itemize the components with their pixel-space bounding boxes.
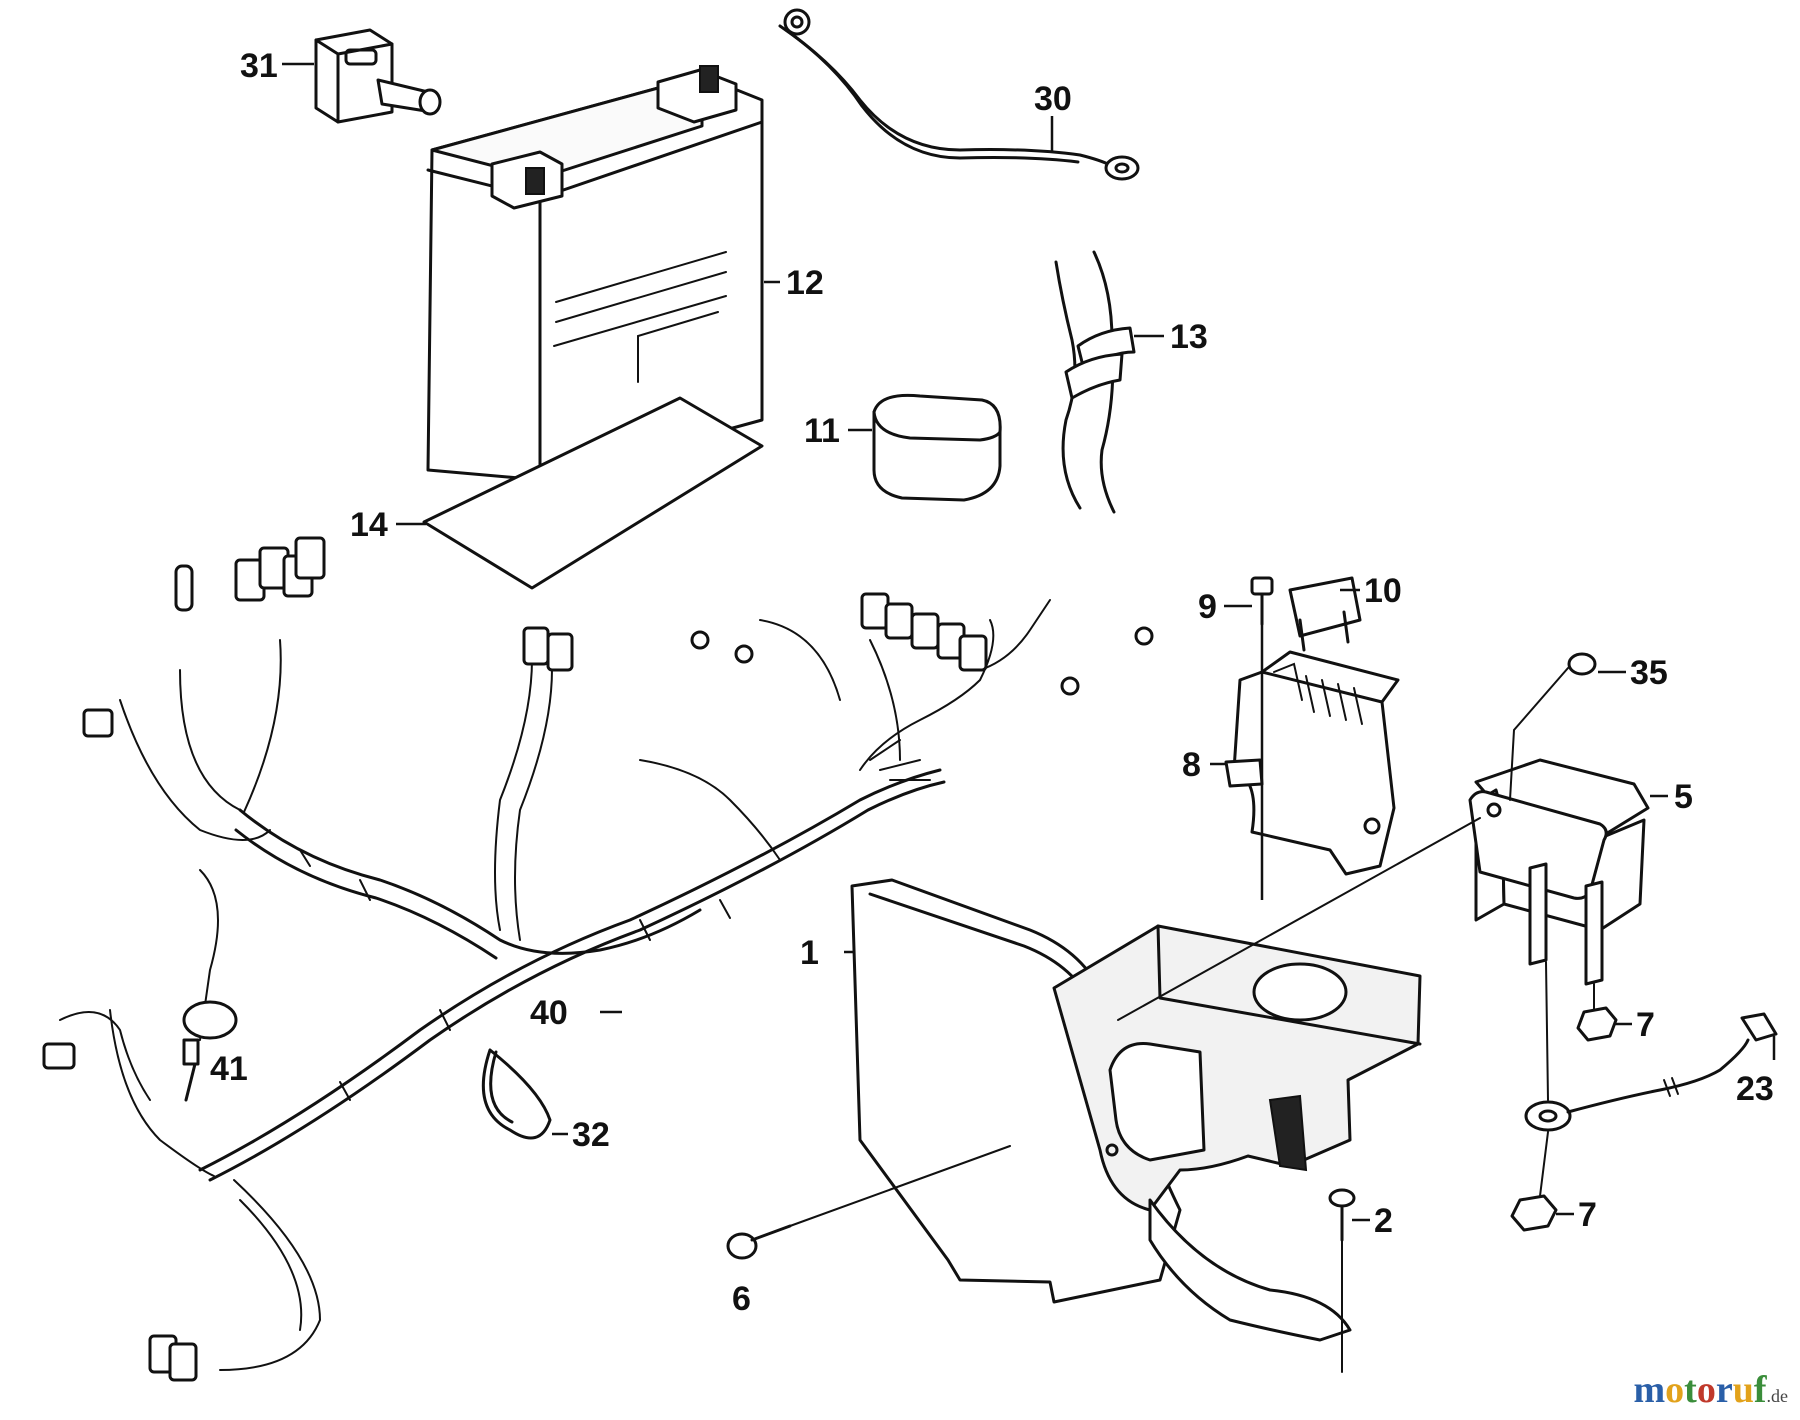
part-31-terminal-cap (314, 28, 442, 124)
brand-letter: f (1753, 1369, 1767, 1411)
callout-7-lower: 7 (1578, 1196, 1597, 1234)
part-6-bolt (726, 1224, 792, 1260)
brand-wordmark: motoruf (1634, 1369, 1767, 1411)
callout-6: 6 (732, 1280, 751, 1318)
part-8-fuse-holder (1224, 650, 1400, 876)
callout-1: 1 (800, 934, 819, 972)
callout-31: 31 (240, 47, 278, 85)
part-35-washer (1567, 652, 1597, 676)
part-30-battery-cable (778, 8, 1140, 181)
part-14-battery-pad (422, 396, 764, 590)
part-5-solenoid (1468, 758, 1650, 986)
callout-8: 8 (1182, 746, 1201, 784)
part-7-nut-upper (1576, 1006, 1618, 1042)
callout-leaders (282, 62, 1776, 1222)
harness-connectors (42, 536, 1154, 1382)
callout-10: 10 (1364, 572, 1402, 610)
callout-2: 2 (1374, 1202, 1393, 1240)
callout-12: 12 (786, 264, 824, 302)
callout-35: 35 (1630, 654, 1668, 692)
part-32-cable-tie (481, 1048, 552, 1140)
callout-5: 5 (1674, 778, 1693, 816)
brand-letter: u (1732, 1369, 1754, 1411)
part-11-relay (872, 393, 1002, 502)
part-1-housing (850, 878, 1422, 1342)
callout-7-upper: 7 (1636, 1006, 1655, 1044)
part-40-wiring-harness (59, 599, 1051, 1371)
brand-letter: o (1696, 1369, 1716, 1411)
brand-letter: r (1715, 1369, 1733, 1411)
part-10-fuse (1288, 576, 1362, 652)
callout-40: 40 (530, 994, 568, 1032)
part-41-screw (182, 1038, 200, 1102)
callout-32: 32 (572, 1116, 610, 1154)
part-2-screw (1328, 1188, 1356, 1242)
part-9-screw (1250, 576, 1274, 900)
callout-14: 14 (350, 506, 388, 544)
brand-tld: .de (1766, 1386, 1789, 1406)
callout-41: 41 (210, 1050, 248, 1088)
brand-logo: motoruf.de (1634, 1368, 1788, 1412)
brand-letter: m (1633, 1369, 1666, 1411)
callout-23: 23 (1736, 1070, 1774, 1108)
part-13-strap (1054, 250, 1136, 514)
part-23-ground-cable (1524, 1012, 1778, 1132)
brand-letter: o (1665, 1369, 1685, 1411)
callout-30: 30 (1034, 80, 1072, 118)
part-12-battery (426, 65, 764, 482)
brand-letter: t (1684, 1369, 1697, 1411)
callout-11: 11 (804, 412, 840, 450)
assembly-axis-lines (789, 667, 1595, 1373)
callout-13: 13 (1170, 318, 1208, 356)
callout-labels: 31 30 12 13 11 14 9 10 35 8 5 1 40 7 41 … (210, 47, 1774, 1318)
callout-9: 9 (1198, 588, 1217, 626)
part-7-nut-lower (1510, 1194, 1558, 1232)
